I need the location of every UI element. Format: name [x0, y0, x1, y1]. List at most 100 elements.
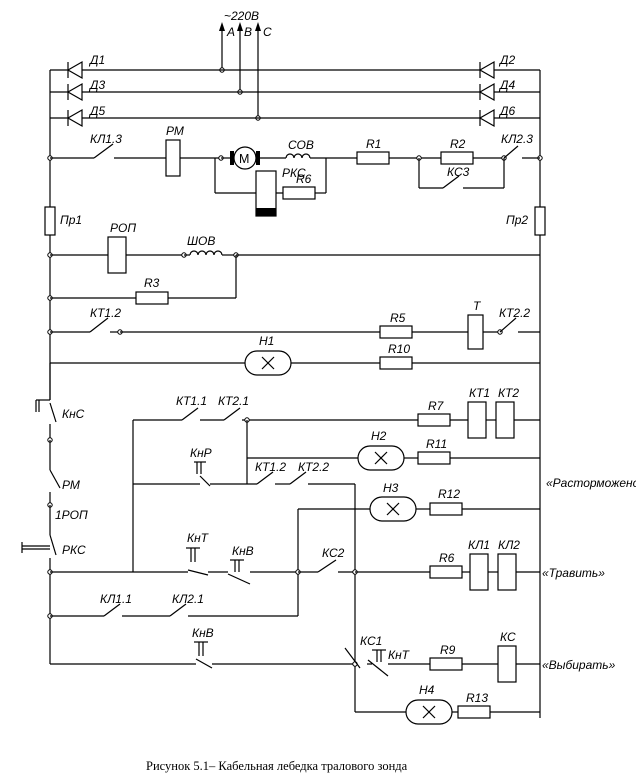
label-h2: Н2	[371, 429, 387, 443]
relay-kt1	[467, 401, 487, 439]
diode-d2	[478, 60, 495, 80]
label-pm: РМ	[166, 124, 184, 138]
resistor-r7	[417, 413, 451, 427]
relay-kc	[497, 645, 517, 683]
label-pm-contact: РМ	[62, 478, 80, 492]
label-motor: M	[239, 152, 249, 166]
relay-kl2	[497, 553, 517, 591]
label-pr2: Пр2	[506, 213, 528, 227]
fuse-pr2	[534, 206, 546, 236]
phase-c-label: C	[263, 25, 272, 39]
resistor-r5	[379, 325, 413, 339]
label-kt21: КТ2.1	[218, 394, 249, 408]
diode-d3	[66, 82, 83, 102]
label-kc1: КС1	[360, 634, 382, 648]
lamp-h4-rung: Н4 R13	[354, 668, 540, 725]
figure-caption: Рисунок 5.1– Кабельная лебедка тралового…	[146, 759, 408, 773]
label-pr1: Пр1	[60, 213, 82, 227]
release-rung: КнР КТ1.2 КТ2.2 Н3 R12 «Расторможено»	[133, 446, 636, 668]
resistor-r2	[440, 151, 474, 165]
haul-in-rung: КнВ КС1 КнТ R9 КС «Выбирать»	[50, 626, 616, 683]
label-knt2: КнТ	[388, 648, 411, 662]
label-pkc-top: РКС	[282, 166, 306, 180]
label-r3: R3	[144, 276, 160, 290]
supply-voltage-label: ~220В	[224, 9, 259, 23]
label-kc3: КС3	[447, 165, 470, 179]
label-kt12b: КТ1.2	[255, 460, 286, 474]
label-kt1: КТ1	[469, 386, 490, 400]
winding-sov	[285, 153, 311, 159]
motor-circuit: КЛ1.3 РМ M СОВ R1 R2 КЛ2.3 КС3	[50, 124, 540, 217]
brake-circuit: РОП ШОВ R3	[50, 221, 540, 305]
label-released: «Расторможено»	[546, 476, 636, 490]
resistor-r6	[282, 186, 316, 200]
label-kc2: КС2	[322, 546, 345, 560]
label-rop: РОП	[110, 221, 136, 235]
label-kl23: КЛ2.3	[501, 132, 533, 146]
phase-b-label: B	[244, 25, 252, 39]
label-h3: Н3	[383, 481, 399, 495]
resistor-r11	[417, 451, 451, 465]
fuse-pr1	[44, 206, 56, 236]
label-r2: R2	[450, 137, 466, 151]
relay-kt2	[495, 401, 515, 439]
label-kt22b: КТ2.2	[298, 460, 329, 474]
resistor-r12	[429, 502, 463, 516]
label-pay-out: «Травить»	[542, 566, 605, 580]
diode-d1	[66, 60, 83, 80]
timer-circuit: КТ1.2 R5 Т КТ2.2	[50, 299, 540, 350]
label-r11: R11	[426, 437, 447, 451]
pay-out-rung: КнТ КнВ КС2 R6 КЛ1 КЛ2 «Травить»	[50, 531, 605, 591]
label-haul-in: «Выбирать»	[542, 658, 616, 672]
label-kl21: КЛ2.1	[172, 592, 204, 606]
label-d2: Д2	[498, 53, 515, 67]
label-kt12: КТ1.2	[90, 306, 121, 320]
resistor-r13	[457, 705, 491, 719]
resistor-r1	[356, 151, 390, 165]
label-kl11: КЛ1.1	[100, 592, 132, 606]
resistor-r9	[429, 657, 463, 671]
resistor-r6b	[429, 565, 463, 579]
diode-d5	[66, 108, 83, 128]
lamp-h1-circuit: Н1 R10	[50, 334, 540, 376]
winding-shov	[189, 250, 223, 256]
label-d4: Д4	[498, 78, 515, 92]
label-shov: ШОВ	[187, 234, 215, 248]
power-supply: ~220В A B C	[219, 9, 272, 121]
label-1rop: 1РОП	[55, 508, 88, 522]
diode-d6	[478, 108, 495, 128]
label-kt2: КТ2	[498, 386, 519, 400]
label-pkc: РКС	[62, 543, 86, 557]
label-d5: Д5	[88, 104, 105, 118]
label-knv2: КнВ	[192, 626, 214, 640]
label-d3: Д3	[88, 78, 105, 92]
rectifier-bridge: Д1 Д3 Д5 Д2 Д4 Д6	[50, 53, 540, 128]
label-knp: КнР	[190, 446, 212, 460]
label-h1: Н1	[259, 334, 274, 348]
resistor-r10	[379, 356, 413, 370]
label-r9: R9	[440, 643, 456, 657]
label-r5: R5	[390, 311, 406, 325]
label-r10: R10	[388, 342, 410, 356]
label-kl13: КЛ1.3	[90, 132, 122, 146]
label-t: Т	[473, 299, 482, 313]
label-r12: R12	[438, 487, 460, 501]
label-kl2: КЛ2	[498, 538, 520, 552]
label-kc: КС	[500, 630, 516, 644]
phase-a-label: A	[226, 25, 235, 39]
label-kt11: КТ1.1	[176, 394, 207, 408]
kt-relay-rung: КТ1.1 КТ2.1 R7 КТ1 КТ2 Н2 R11	[132, 386, 540, 572]
relay-pm	[165, 139, 181, 177]
diode-d4	[478, 82, 495, 102]
resistor-r3	[135, 291, 169, 305]
label-r1: R1	[366, 137, 381, 151]
relay-kl1	[469, 553, 489, 591]
label-r6b: R6	[439, 551, 455, 565]
label-sov: СОВ	[288, 138, 314, 152]
label-r7: R7	[428, 399, 445, 413]
relay-rop	[107, 236, 127, 274]
label-knc: КнС	[62, 407, 85, 421]
latch-rung: КЛ1.1 КЛ2.1	[50, 592, 298, 617]
label-knv: КнВ	[232, 544, 254, 558]
